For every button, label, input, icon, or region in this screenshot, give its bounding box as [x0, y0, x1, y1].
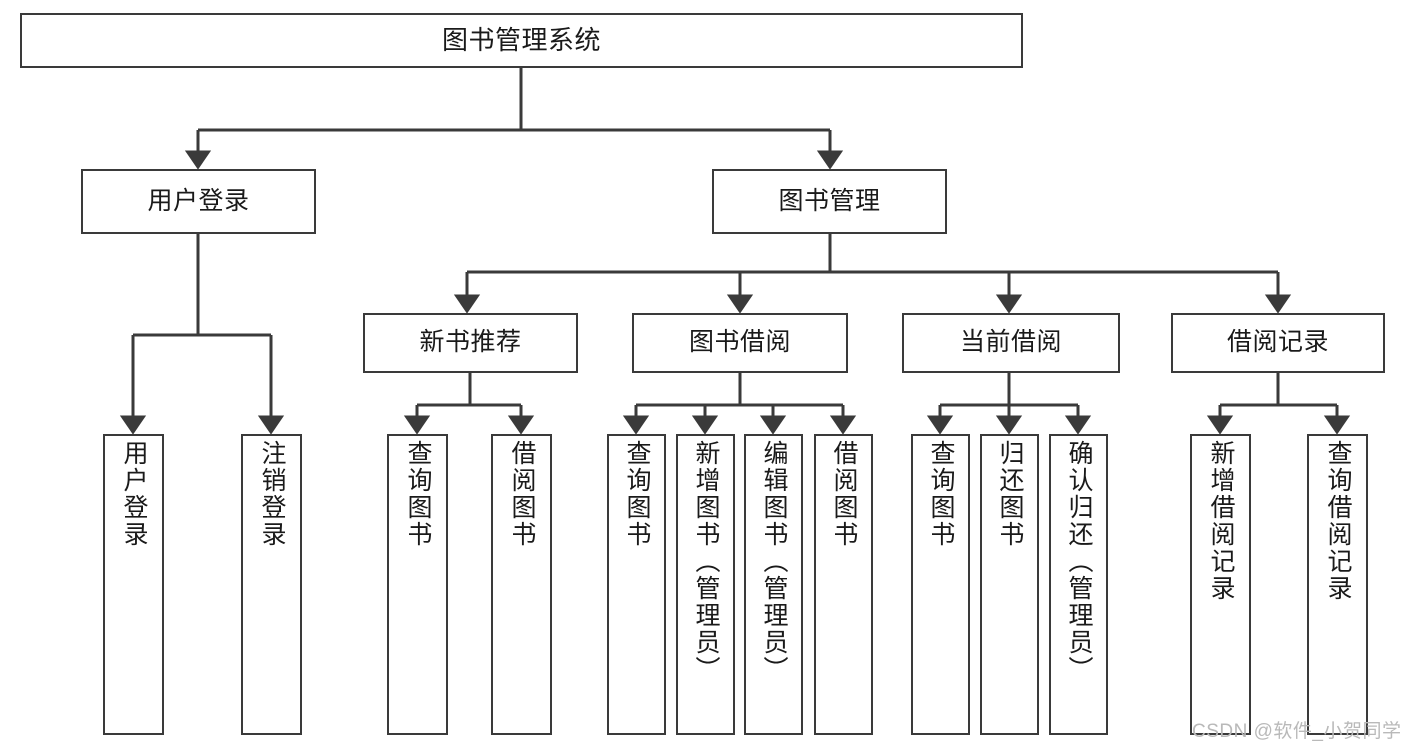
node-book-borrow[interactable]: 图书借阅 [632, 313, 848, 373]
node-borrow-record[interactable]: 借阅记录 [1171, 313, 1385, 373]
node-leaf-logout-login-label: 注销登录 [258, 440, 286, 548]
node-leaf-user-login[interactable]: 用户登录 [103, 434, 164, 735]
node-borrow-record-label: 借阅记录 [1226, 328, 1329, 357]
node-leaf-query-book-current[interactable]: 查询图书 [911, 434, 970, 735]
node-new-book-recommend-label: 新书推荐 [419, 328, 522, 357]
node-leaf-add-book-label: 新增图书（管理员） [692, 440, 720, 683]
node-leaf-query-book-current-label: 查询图书 [927, 440, 955, 548]
node-book-borrow-label: 图书借阅 [688, 328, 791, 357]
node-leaf-add-borrow-record-label: 新增借阅记录 [1207, 440, 1235, 602]
node-user-login-label: 用户登录 [147, 186, 250, 215]
node-leaf-logout-login[interactable]: 注销登录 [241, 434, 302, 735]
node-leaf-add-borrow-record[interactable]: 新增借阅记录 [1190, 434, 1251, 735]
node-leaf-edit-book-label: 编辑图书（管理员） [760, 440, 788, 683]
node-leaf-borrow-book-recommend-label: 借阅图书 [508, 440, 536, 548]
node-user-login[interactable]: 用户登录 [81, 169, 316, 234]
node-leaf-query-borrow-record[interactable]: 查询借阅记录 [1307, 434, 1368, 735]
node-leaf-edit-book[interactable]: 编辑图书（管理员） [744, 434, 803, 735]
node-current-borrow[interactable]: 当前借阅 [902, 313, 1120, 373]
node-root-system-label: 图书管理系统 [441, 25, 601, 56]
node-leaf-borrow-book[interactable]: 借阅图书 [814, 434, 873, 735]
node-current-borrow-label: 当前借阅 [959, 328, 1062, 357]
node-leaf-query-book-borrow-label: 查询图书 [623, 440, 651, 548]
node-leaf-borrow-book-recommend[interactable]: 借阅图书 [491, 434, 552, 735]
node-leaf-add-book[interactable]: 新增图书（管理员） [676, 434, 735, 735]
node-leaf-query-borrow-record-label: 查询借阅记录 [1324, 440, 1352, 602]
node-leaf-user-login-label: 用户登录 [120, 440, 148, 548]
node-leaf-return-book[interactable]: 归还图书 [980, 434, 1039, 735]
node-new-book-recommend[interactable]: 新书推荐 [363, 313, 578, 373]
node-root-system[interactable]: 图书管理系统 [20, 13, 1023, 68]
node-book-manage[interactable]: 图书管理 [712, 169, 947, 234]
node-leaf-confirm-return-label: 确认归还（管理员） [1065, 440, 1093, 683]
node-book-manage-label: 图书管理 [778, 186, 881, 215]
node-leaf-query-book-recommend[interactable]: 查询图书 [387, 434, 448, 735]
node-leaf-query-book-borrow[interactable]: 查询图书 [607, 434, 666, 735]
node-leaf-return-book-label: 归还图书 [996, 440, 1024, 548]
csdn-watermark: CSDN @软件_小贺同学 [1192, 721, 1402, 742]
node-leaf-borrow-book-label: 借阅图书 [830, 440, 858, 548]
node-leaf-query-book-recommend-label: 查询图书 [404, 440, 432, 548]
node-leaf-confirm-return[interactable]: 确认归还（管理员） [1049, 434, 1108, 735]
